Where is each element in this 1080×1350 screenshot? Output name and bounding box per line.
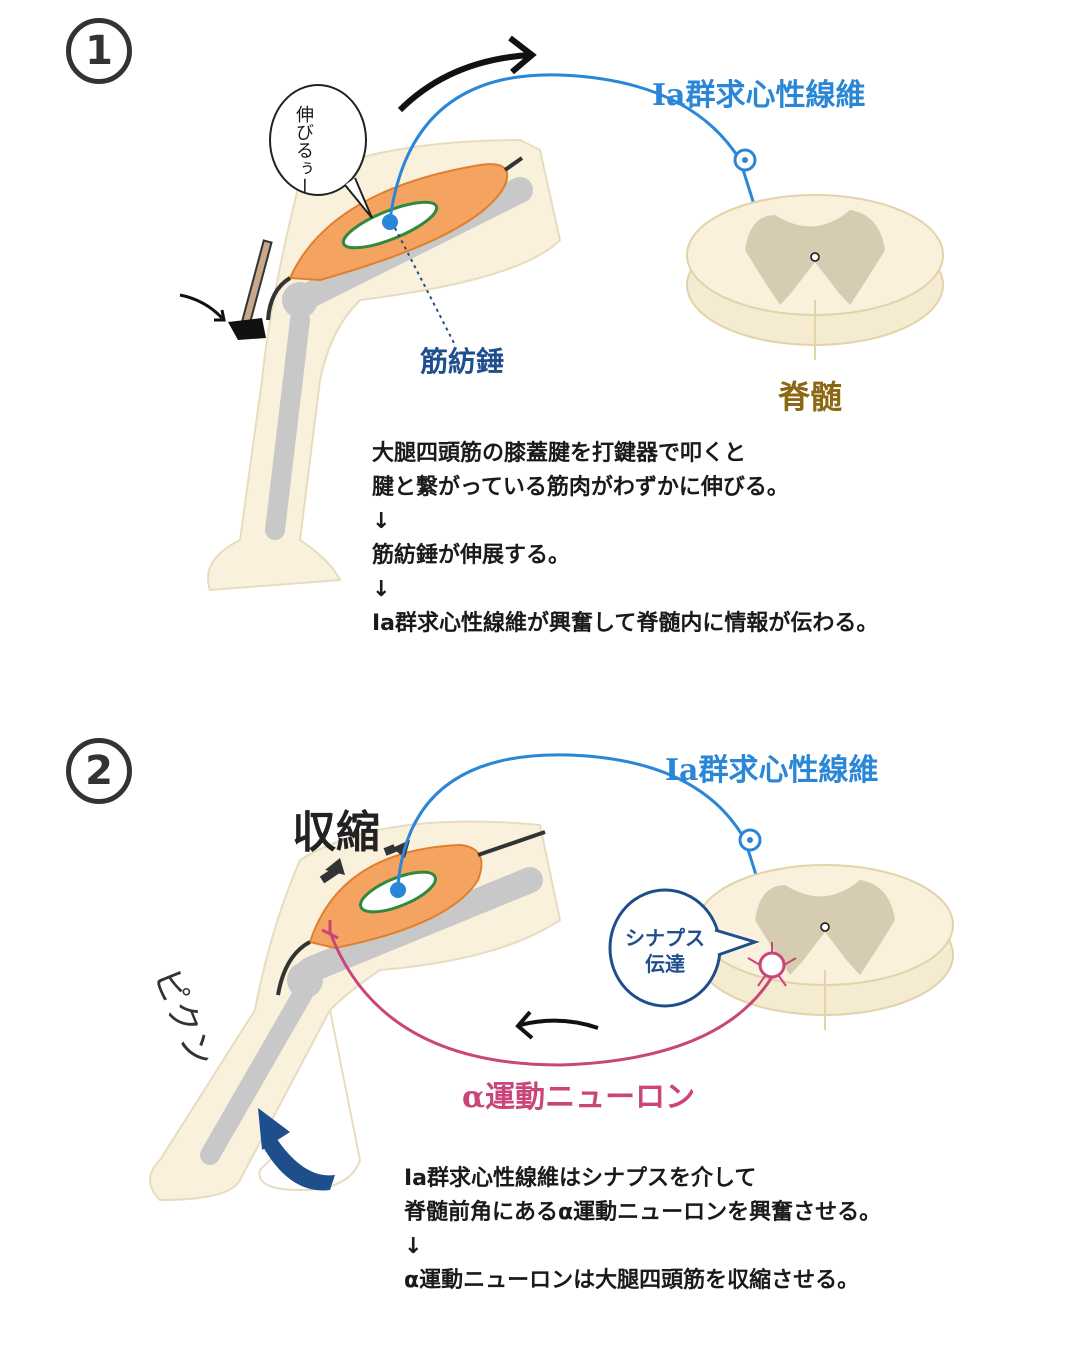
panel1-patellar-tendon (266, 276, 292, 321)
panel1-spindle-label: 筋紡錘 (420, 345, 505, 378)
motor-neuron-label: α運動ニューロン (462, 1080, 696, 1115)
panel2-spindle-receptor (390, 882, 406, 898)
panel1-desc-line: ↓ (372, 577, 391, 602)
alpha-motor-axon (328, 931, 774, 1067)
panel1-central-canal (810, 252, 820, 262)
panel1-tibia (265, 310, 310, 540)
panel1-desc-line: 大腿四頭筋の膝蓋腱を打鍵器で叩くと (372, 441, 747, 466)
alpha-motor-neuron-cell (758, 951, 786, 979)
panel2-tibia (200, 980, 315, 1165)
panel2-illustration (149, 753, 954, 1202)
panel1-desc-line: 筋紡錘が伸展する。 (372, 543, 571, 568)
panel1-fiber-label: Ⅰa群求心性線維 (652, 78, 866, 113)
stretch-bubble (269, 84, 367, 196)
panel1-leg (207, 138, 562, 592)
panel2-description: Ia群求心性線維はシナプスを介して 脊髄前角にあるα運動ニューロンを興奮させる。… (404, 1162, 881, 1298)
panel2-desc-line: Ia群求心性線維はシナプスを介して (404, 1166, 757, 1191)
panel2-foot-ghost (258, 1009, 362, 1192)
spindle-leader-line (394, 227, 456, 346)
kick-arrow-icon (262, 1125, 335, 1191)
panel2-desc-line: ↓ (404, 1234, 423, 1259)
panel2-patella (287, 962, 323, 998)
panel1-afferent-fiber (388, 73, 772, 256)
panel2-femur (297, 867, 543, 983)
panel1-desc-line: 腱と繋がっている筋肉がわずかに伸びる。 (372, 475, 789, 500)
panel1-patella (282, 282, 318, 318)
panel1-spinal-cord-label: 脊髄 (778, 378, 843, 416)
synapse-bubble-line: 伝達 (645, 952, 685, 976)
panel1-description: 大腿四頭筋の膝蓋腱を打鍵器で叩くと 腱と繋がっている筋肉がわずかに伸びる。 ↓ … (372, 437, 878, 641)
panel2-desc-line: 脊髄前角にあるα運動ニューロンを興奮させる。 (404, 1200, 882, 1225)
panel2-afferent-fiber (396, 753, 777, 936)
panel1-upward-arrow-icon (397, 52, 531, 113)
panel1-spindle-receptor (382, 214, 398, 230)
panel1-tendon (503, 156, 524, 172)
panel1-bubble-text: 伸びるぅー (293, 105, 314, 195)
reflex-hammer-head (228, 318, 266, 340)
synapse-bubble-line: シナプス (625, 926, 705, 950)
hammer-arrow-icon (179, 293, 224, 320)
panel2-desc-line: α運動ニューロンは大腿四頭筋を収縮させる。 (404, 1268, 860, 1293)
panel1-step-number: 1 (66, 18, 132, 84)
return-arrow-icon (519, 1018, 599, 1030)
contraction-label: 収縮 (292, 807, 380, 858)
panel1-desc-line: Ia群求心性線維が興奮して脊髄内に情報が伝わる。 (372, 611, 879, 636)
panel2-fiber-label: Ⅰa群求心性線維 (665, 753, 879, 788)
panel1-desc-line: ↓ (372, 509, 391, 534)
panel2-central-canal (820, 922, 830, 932)
panel1-illustration (179, 35, 944, 592)
panel2-step-number: 2 (66, 738, 132, 804)
synapse-bubble-text: シナプス 伝達 (612, 925, 718, 977)
